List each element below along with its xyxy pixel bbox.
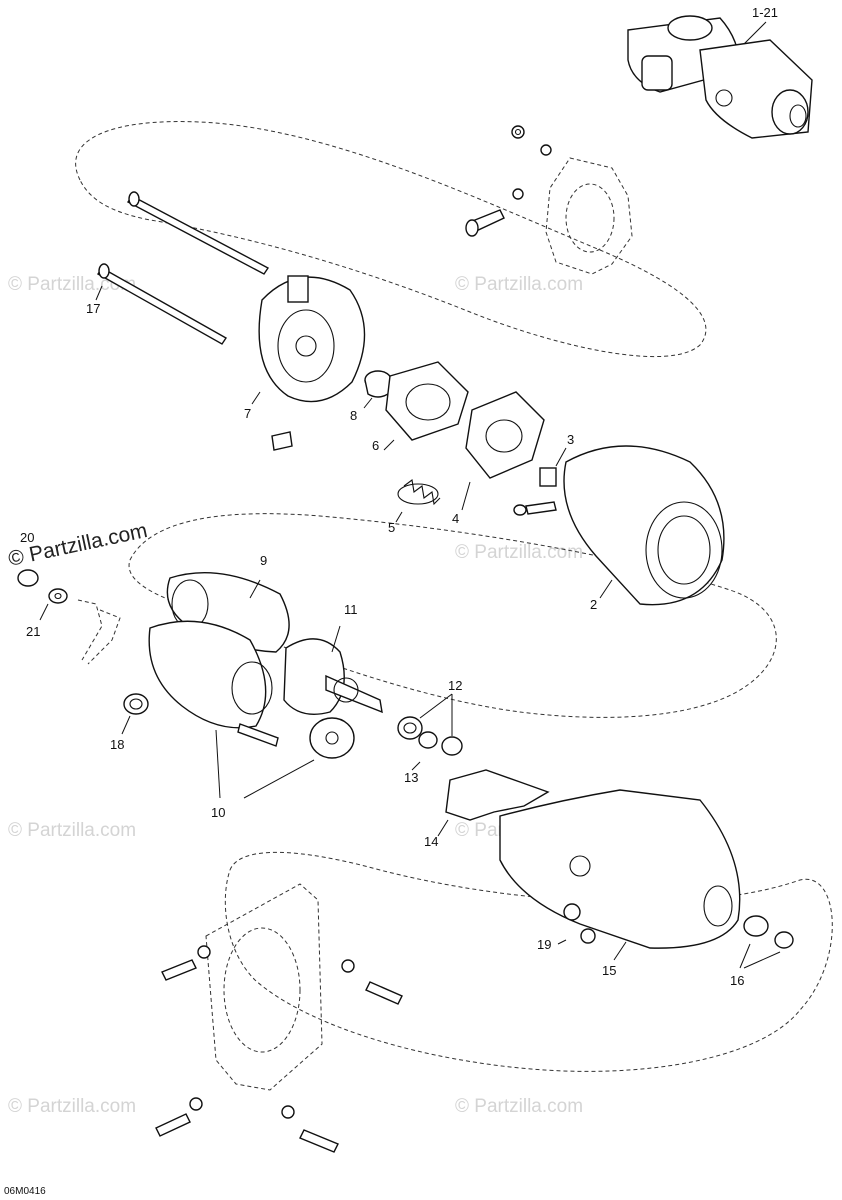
callout-21: 21 bbox=[26, 624, 40, 639]
watermark: © Partzilla.com bbox=[8, 820, 136, 841]
callout-7: 7 bbox=[244, 406, 251, 421]
callout-2: 2 bbox=[590, 597, 597, 612]
nuts-19 bbox=[557, 903, 596, 945]
figure-code: 06M0416 bbox=[4, 1186, 46, 1197]
callout-16: 16 bbox=[730, 973, 744, 988]
callout-labels: 1-21 2 3 4 5 6 7 8 9 10 11 12 13 14 15 1… bbox=[20, 5, 778, 988]
callout-6: 6 bbox=[372, 438, 379, 453]
brush-plate bbox=[383, 361, 469, 451]
mounting-plate-upper bbox=[465, 125, 633, 275]
callout-15: 15 bbox=[602, 963, 616, 978]
pinion-clutch bbox=[283, 625, 383, 715]
callout-3: 3 bbox=[567, 432, 574, 447]
bushings-12-13 bbox=[397, 693, 463, 771]
bushings-16 bbox=[739, 915, 794, 969]
callout-4: 4 bbox=[452, 511, 459, 526]
callout-20: 20 bbox=[20, 530, 34, 545]
watermark: © Partzilla.com bbox=[455, 1096, 583, 1117]
callout-8: 8 bbox=[350, 408, 357, 423]
grommet-18 bbox=[121, 693, 149, 735]
callout-5: 5 bbox=[388, 520, 395, 535]
end-cover bbox=[251, 275, 366, 451]
watermark: © Partzilla.com bbox=[455, 542, 583, 563]
callout-1-21: 1-21 bbox=[752, 5, 778, 20]
bushing-8 bbox=[363, 370, 392, 409]
callout-9: 9 bbox=[260, 553, 267, 568]
watermark: © Partzilla.com bbox=[455, 274, 583, 295]
callout-17: 17 bbox=[86, 301, 100, 316]
upper-assembly-outline bbox=[75, 121, 707, 358]
solenoid bbox=[148, 620, 355, 799]
yoke-housing bbox=[563, 445, 725, 606]
drive-housing bbox=[499, 789, 741, 961]
brush-holder bbox=[461, 391, 545, 511]
callout-13: 13 bbox=[404, 770, 418, 785]
brush-spring bbox=[395, 479, 441, 523]
lower-assembly-outline bbox=[224, 851, 833, 1072]
callout-12: 12 bbox=[448, 678, 462, 693]
callout-10: 10 bbox=[211, 805, 225, 820]
through-bolts bbox=[95, 191, 270, 345]
nut-washer-20-21 bbox=[17, 569, 121, 665]
callout-11: 11 bbox=[344, 602, 358, 617]
mounting-plate-lower bbox=[155, 883, 403, 1153]
complete-starter-assembly bbox=[627, 15, 813, 139]
brush-and-screw bbox=[513, 447, 567, 516]
callout-18: 18 bbox=[110, 737, 124, 752]
watermark: © Partzilla.com bbox=[8, 274, 136, 295]
watermark: © Partzilla.com bbox=[8, 1096, 136, 1117]
shift-lever bbox=[437, 769, 550, 837]
armature-housing bbox=[166, 572, 290, 653]
callout-19: 19 bbox=[537, 937, 551, 952]
callout-14: 14 bbox=[424, 834, 438, 849]
